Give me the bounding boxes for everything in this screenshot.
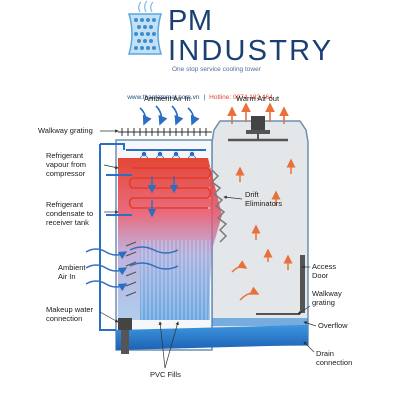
label-walkway-grating-right-2: grating xyxy=(312,298,335,307)
label-access-door-2: Door xyxy=(312,271,329,280)
pvc-fills-texture xyxy=(140,240,210,320)
label-ambient-air-in-side-1: Ambient xyxy=(58,263,86,272)
walkway-grating-top xyxy=(118,128,212,136)
spray-nozzle-icon xyxy=(139,151,197,159)
label-refrigerant-condensate-2: condensate to xyxy=(46,209,93,218)
website-link[interactable]: www.thaplammat.com.vn xyxy=(127,94,200,101)
interior-airflow-arrows xyxy=(231,158,296,301)
label-access-door-1: Access xyxy=(312,262,336,271)
contact-separator: | xyxy=(203,94,206,101)
brand-title: PM INDUSTRY xyxy=(168,6,333,66)
label-ambient-air-in-side-2: Air In xyxy=(58,272,76,281)
water-basin xyxy=(116,325,308,350)
label-walkway-grating-top: Walkway grating xyxy=(38,126,93,135)
brand-header: PM INDUSTRY One stop service cooling tow… xyxy=(0,0,400,82)
pump-icon xyxy=(118,318,132,354)
overflow-water xyxy=(212,318,308,326)
refrigerant-piping xyxy=(99,143,132,331)
cooling-tower-logo-icon xyxy=(127,0,163,55)
label-refrigerant-vapour-2: vapour from xyxy=(46,160,86,169)
access-door xyxy=(300,255,305,313)
label-makeup-water-1: Makeup water xyxy=(46,305,94,314)
label-refrigerant-condensate-3: receiver tank xyxy=(46,218,89,227)
contact-line: www.thaplammat.com.vn|Hotline: 0974 182 … xyxy=(0,94,400,101)
label-ambient-air-in-top: Ambient Air In xyxy=(144,94,191,103)
brand-name-line1: PM xyxy=(168,5,213,37)
ambient-air-in-side-arrows xyxy=(85,246,179,292)
fan-icon xyxy=(228,116,288,142)
brand-tagline: One stop service cooling tower xyxy=(172,66,261,73)
ambient-air-in-top-arrows xyxy=(139,105,200,126)
label-pvc-fills: PVC Fills xyxy=(150,370,181,379)
label-drift-eliminators-2: Eliminators xyxy=(245,199,282,208)
label-drift-eliminators-1: Drift xyxy=(245,190,260,199)
leader-lines xyxy=(99,129,317,369)
label-overflow: Overflow xyxy=(318,321,348,330)
label-walkway-grating-right-1: Walkway xyxy=(312,289,342,298)
label-warm-air-out: Warm Air out xyxy=(236,94,280,103)
label-drain-connection-1: Drain xyxy=(316,349,334,358)
coil-water-flow-arrows xyxy=(147,176,179,218)
label-drain-connection-2: connection xyxy=(316,358,352,367)
air-inlet-louvers xyxy=(125,241,137,297)
drift-eliminators xyxy=(210,169,228,243)
label-refrigerant-vapour-3: compressor xyxy=(46,169,86,178)
hotline-text: Hotline: 0974 182 464 xyxy=(209,94,273,101)
label-refrigerant-vapour-1: Refrigerant xyxy=(46,151,84,160)
label-refrigerant-condensate-1: Refrigerant xyxy=(46,200,84,209)
brand-name-line2: INDUSTRY xyxy=(168,35,334,67)
warm-air-out-arrows xyxy=(227,102,289,124)
label-makeup-water-2: connection xyxy=(46,314,82,323)
